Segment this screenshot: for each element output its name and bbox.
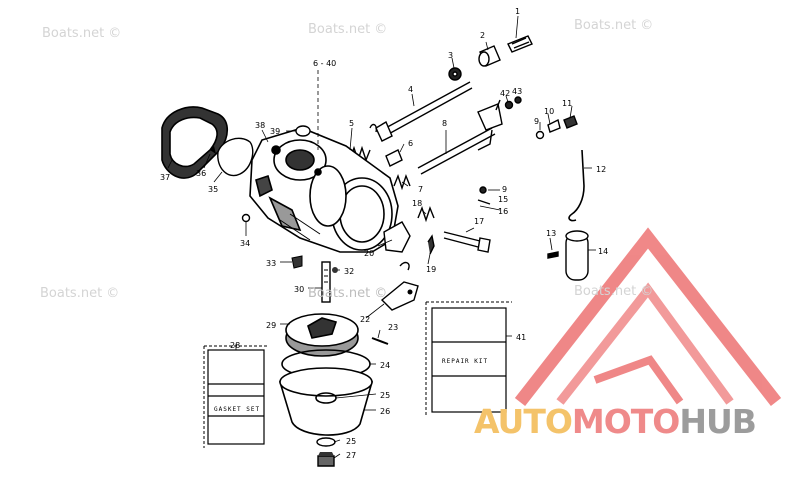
callout-25a: 25 [380,391,390,400]
callout-6: 6 [408,139,413,148]
callout-22: 22 [360,315,370,324]
callout-3: 3 [448,51,453,60]
watermark-text: Boats.net © [308,286,388,301]
callout-42: 42 [500,89,510,98]
callout-13: 13 [546,229,556,238]
automotohub-logo [514,227,782,406]
gasket-set-card [207,349,265,445]
callout-10: 10 [544,107,554,116]
callout-20: 20 [364,249,374,258]
callout-9a: 9 [534,117,539,126]
watermark-text: Boats.net © [308,22,388,37]
watermark-text: Boats.net © [42,26,122,41]
callout-1: 1 [515,7,520,16]
callout-23: 23 [388,323,398,332]
callout-17: 17 [474,217,484,226]
callout-33: 33 [266,259,276,268]
repair-kit-card [431,307,507,413]
callout-4: 4 [408,85,413,94]
callout-18: 18 [412,199,422,208]
callout-24: 24 [380,361,390,370]
repair-kit-label: REPAIR KIT [442,358,488,365]
callout-37: 37 [160,173,170,182]
float-bowl [278,367,374,436]
callout-labels: 1 2 3 4 5 6 6 - 40 7 8 9 9 10 11 12 13 1… [160,7,608,460]
throttle-cam [383,221,411,253]
callout-41: 41 [516,333,526,342]
callout-9b: 9 [502,185,507,194]
callout-11: 11 [562,99,572,108]
callout-32: 32 [344,267,354,276]
callout-7: 7 [418,185,423,194]
choke-rod [568,149,585,222]
leader-lines [167,15,596,459]
carburetor-body [249,127,399,253]
throttle-shaft-assembly [339,35,578,253]
callout-15: 15 [498,195,508,204]
callout-2: 2 [480,31,485,40]
callout-16: 16 [498,207,508,216]
float-pin [547,230,589,281]
watermark-text: Boats.net © [40,286,120,301]
watermark-text: Boats.net © [574,284,654,299]
gasket-set-label: GASKET SET [214,406,260,413]
callout-34: 34 [240,239,250,248]
throttle-plate [217,137,254,177]
float [285,313,359,357]
brand-hub: HUB [679,402,757,441]
callout-29: 29 [266,321,276,330]
callout-8: 8 [442,119,447,128]
callout-25b: 25 [346,437,356,446]
callout-6-40: 6 - 40 [313,59,336,68]
callout-38: 38 [255,121,265,130]
callout-35: 35 [208,185,218,194]
automotohub-wordmark: AUTOMOTOHUB [474,402,757,441]
callout-28: 28 [230,341,240,350]
choke-plate [380,281,419,311]
watermark-text: Boats.net © [574,18,654,33]
callout-14: 14 [598,247,608,256]
callout-43: 43 [512,87,522,96]
brand-moto: MOTO [571,402,680,441]
callout-5: 5 [349,119,354,128]
flange-gasket [161,106,229,179]
callout-27: 27 [346,451,356,460]
callout-30: 30 [294,285,304,294]
drain-plug [317,455,335,467]
callout-19: 19 [426,265,436,274]
callout-12: 12 [596,165,606,174]
callout-36: 36 [196,169,206,178]
callout-39: 39 [270,127,280,136]
callout-26: 26 [380,407,390,416]
brand-auto: AUTO [474,402,573,441]
